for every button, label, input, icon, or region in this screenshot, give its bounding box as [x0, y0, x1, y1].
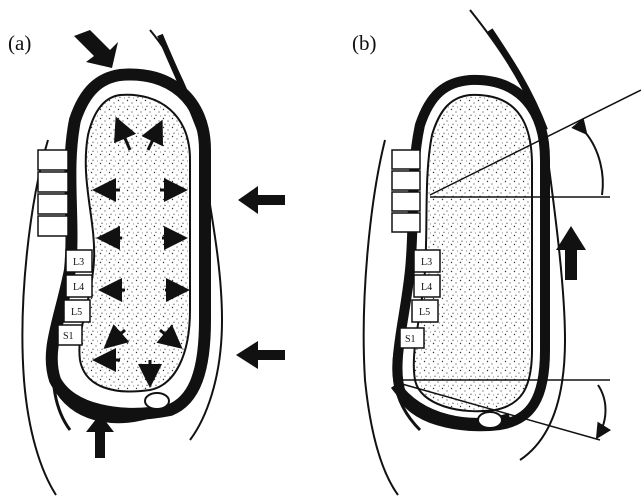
panel-a-label: (a) [8, 31, 31, 55]
panel-a: (a) L3 L4 L5 S1 [8, 30, 285, 495]
upper-angle-arc-b [585, 132, 603, 195]
vertebra-label-b-2: L4 [421, 282, 432, 293]
vertebra-label-a-2: L4 [73, 282, 84, 293]
vertebra-label-b-4: S1 [405, 334, 416, 345]
vertebra-label-a-1: L3 [73, 257, 84, 268]
abdominal-cavity-a [79, 95, 190, 392]
pubic-bone-a [145, 393, 169, 409]
vertebra-label-b-1: L3 [421, 257, 432, 268]
panel-b: (b) L3 L4 L5 S1 [352, 10, 641, 495]
panel-b-label: (b) [352, 31, 377, 55]
lower-angle-arc-b [598, 385, 606, 436]
vertebra-label-a-4: S1 [63, 331, 74, 342]
vertebra-label-a-3: L5 [71, 307, 82, 318]
pubic-bone-b [478, 412, 502, 428]
vertebra-label-b-3: L5 [419, 307, 430, 318]
